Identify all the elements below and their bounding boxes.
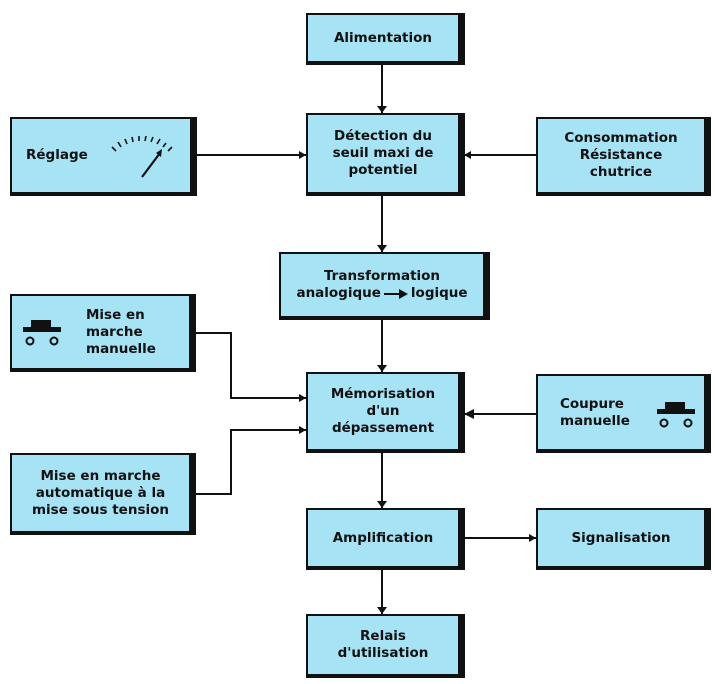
- block-relais: Relais d'utilisation: [306, 614, 465, 678]
- block-reglage-label: Réglage: [26, 147, 88, 163]
- block-amplification: Amplification: [306, 508, 465, 570]
- block-relais-label: Relais d'utilisation: [337, 628, 429, 661]
- block-transformation-label: Transformation: [323, 268, 441, 284]
- block-mise-en-marche-manuelle: Mise en marche manuelle: [10, 294, 196, 372]
- block-reglage: Réglage: [10, 117, 197, 196]
- arrowhead: [299, 394, 306, 402]
- push-button-icon: [23, 320, 61, 346]
- block-mise-manuelle-label: Mise en marche manuelle: [86, 306, 156, 357]
- arrowhead: [299, 151, 306, 159]
- arrowhead: [377, 245, 387, 252]
- arrowhead: [377, 106, 387, 113]
- block-coupure-label: Coupure manuelle: [560, 395, 630, 429]
- arrowhead: [529, 534, 536, 542]
- block-memorisation-label: Mémorisation d'un dépassement: [330, 386, 436, 436]
- block-transformation-line2: analogique logique: [296, 285, 467, 302]
- arrowhead: [377, 501, 387, 508]
- dial-gauge-icon: [111, 135, 173, 178]
- block-coupure-manuelle: Coupure manuelle: [536, 374, 711, 453]
- arrowhead: [299, 426, 306, 434]
- block-signalisation: Signalisation: [536, 508, 711, 570]
- arrowhead: [377, 607, 387, 614]
- analogique-label: analogique: [296, 285, 381, 301]
- block-signalisation-label: Signalisation: [571, 529, 671, 546]
- wire-mise-auto-memorisation: [194, 429, 306, 495]
- block-detection-label: Détection du seuil maxi de potentiel: [332, 128, 434, 178]
- arrow-right-icon: [383, 288, 408, 299]
- arrowhead: [464, 151, 471, 159]
- block-mise-auto-label: Mise en marche automatique à la mise sou…: [31, 467, 169, 518]
- block-mise-en-marche-automatique: Mise en marche automatique à la mise sou…: [10, 453, 196, 535]
- block-memorisation: Mémorisation d'un dépassement: [306, 372, 465, 453]
- arrowhead: [377, 365, 387, 372]
- block-transformation: Transformation analogique logique: [279, 252, 490, 320]
- block-amplification-label: Amplification: [332, 529, 434, 546]
- wire-mise-manuelle-memorisation: [194, 332, 306, 399]
- arrowhead: [464, 409, 474, 419]
- block-alimentation-label: Alimentation: [333, 29, 433, 46]
- block-alimentation: Alimentation: [306, 13, 465, 65]
- block-consommation-label: Consommation Résistance chutrice: [564, 130, 678, 180]
- push-button-icon: [657, 402, 695, 428]
- block-consommation: Consommation Résistance chutrice: [536, 117, 711, 196]
- logique-label: logique: [410, 285, 468, 301]
- block-detection: Détection du seuil maxi de potentiel: [306, 113, 465, 196]
